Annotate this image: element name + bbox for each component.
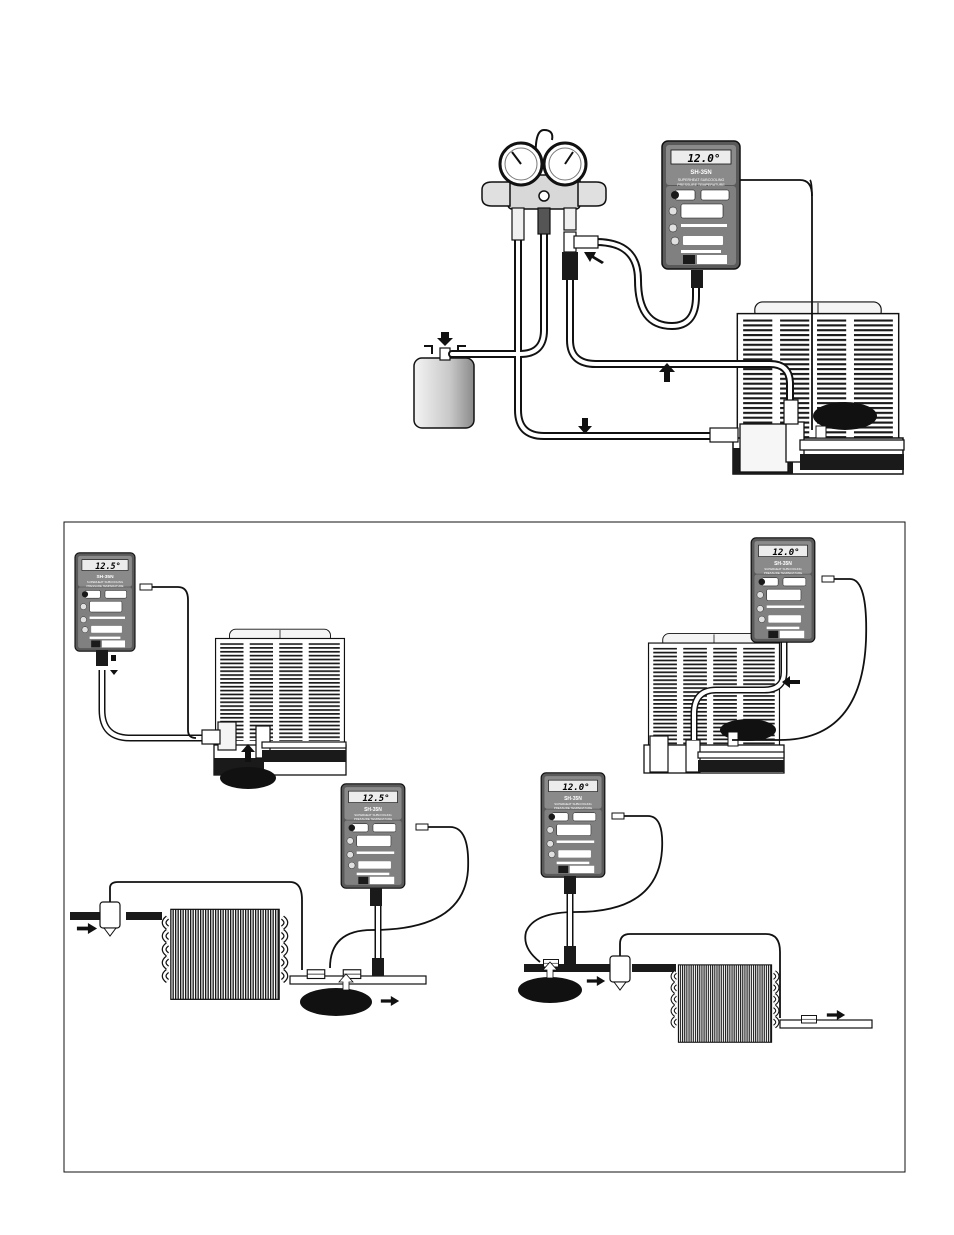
meter-main-model: SH-35N — [690, 170, 711, 176]
left-cond-down-arrow-icon — [110, 655, 118, 675]
meter-left-condenser-caption2: PRESSURE TEMPERATURE — [86, 584, 123, 588]
meter-main: 12.0° SH-35N SUPERHEAT SUBCOOLING PRESSU… — [662, 141, 740, 288]
top-diagram: 12.0° SH-35N SUPERHEAT SUBCOOLING PRESSU… — [414, 130, 904, 474]
refrigerant-cylinder — [414, 332, 474, 428]
flow-down-arrow-icon — [578, 418, 592, 434]
meter-left-condenser: 12.5° SH-35N SUPERHEAT SUBCOOLING PRESSU… — [75, 553, 135, 666]
meter-right-condenser-reading: 12.0° — [772, 548, 799, 558]
meter-right-condenser: 12.0° SH-35N SUPERHEAT SUBCOOLING PRESSU… — [751, 538, 815, 642]
right-condenser-diagram: 12.0° SH-35N SUPERHEAT SUBCOOLING PRESSU… — [644, 538, 866, 773]
meter-right-evaporator-reading: 12.0° — [562, 783, 589, 793]
meter-left-evaporator: 12.5° SH-35N SUPERHEAT SUBCOOLING PRESSU… — [341, 784, 405, 906]
meter-main-caption2: PRESSURE TEMPERATURE — [677, 183, 725, 187]
meter-left-evaporator-reading: 12.5° — [362, 794, 389, 804]
meter-right-evaporator: 12.0° SH-35N SUPERHEAT SUBCOOLING PRESSU… — [541, 773, 605, 894]
meter-main-reading: 12.0° — [687, 152, 720, 165]
left-evaporator-diagram: 12.5° SH-35N SUPERHEAT SUBCOOLING PRESSU… — [70, 784, 468, 1016]
meter-right-evaporator-caption2: PRESSURE TEMPERATURE — [554, 806, 592, 810]
right-evaporator-diagram: 12.0° SH-35N SUPERHEAT SUBCOOLING PRESSU… — [518, 773, 872, 1042]
meter-left-evaporator-caption2: PRESSURE TEMPERATURE — [354, 817, 392, 821]
meter-right-condenser-caption2: PRESSURE TEMPERATURE — [764, 571, 802, 575]
top-condenser — [733, 302, 904, 474]
cylinder-arrow-icon — [437, 332, 453, 346]
meter-left-condenser-reading: 12.5° — [95, 562, 121, 572]
port-arrow-icon — [584, 252, 604, 264]
meter-main-caption: SUPERHEAT SUBCOOLING — [678, 178, 725, 182]
left-condenser-diagram: 12.5° SH-35N SUPERHEAT SUBCOOLING PRESSU… — [75, 553, 346, 789]
